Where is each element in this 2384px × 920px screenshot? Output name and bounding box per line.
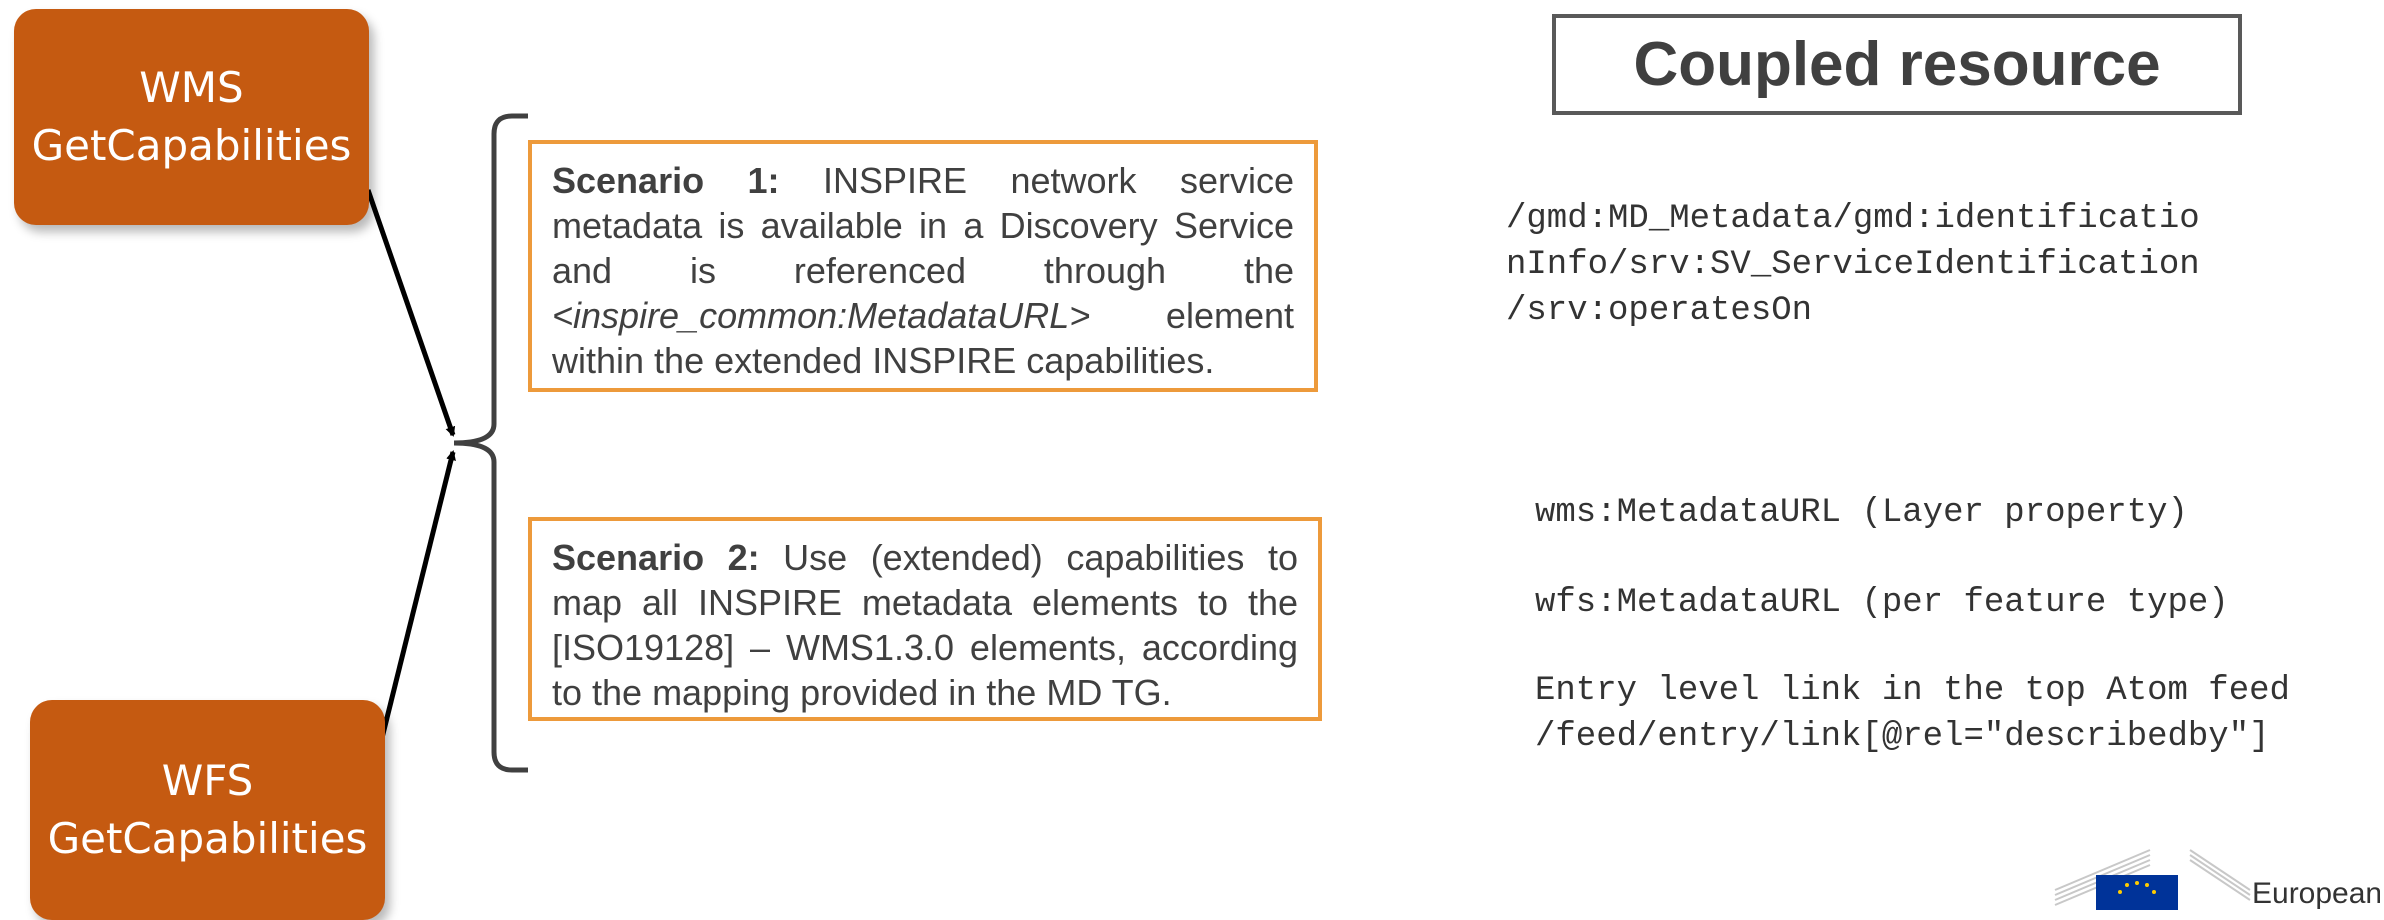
- european-commission-logo: European: [2050, 845, 2382, 915]
- coupled-resource-title: Coupled resource: [1552, 14, 2242, 115]
- wms-metadataurl-text: wms:MetadataURL (Layer property): [1535, 494, 2188, 532]
- operates-on-xpath: /gmd:MD_Metadata/gmd:identificatio nInfo…: [1506, 200, 2200, 330]
- scenario-1-label: Scenario 1:: [552, 160, 780, 201]
- scenario-1-text-b: element within the extended INSPIRE capa…: [552, 295, 1294, 381]
- eu-flag-icon: European: [2054, 849, 2382, 915]
- scenario-2-text: Use (extended) capabilities to map all I…: [552, 537, 1298, 713]
- wfs-metadataurl-text: wfs:MetadataURL (per feature type): [1535, 584, 2229, 622]
- scenario-1-box: Scenario 1: INSPIRE network service meta…: [528, 140, 1318, 392]
- wfs-getcapabilities-label: GetCapabilities: [47, 814, 368, 863]
- scenario-2-label: Scenario 2:: [552, 537, 760, 578]
- wms-getcapabilities-label: GetCapabilities: [31, 121, 352, 170]
- scenario-1-element: <inspire_common:MetadataURL>: [552, 295, 1091, 336]
- wms-label: WMS: [139, 63, 244, 112]
- scenario-1-text-a: INSPIRE network service metadata is avai…: [552, 160, 1294, 291]
- wfs-arrow: [379, 450, 456, 739]
- scenario-2-box: Scenario 2: Use (extended) capabilities …: [528, 517, 1322, 721]
- logo-text: European: [2252, 877, 2380, 910]
- wfs-getcapabilities-box: WFS GetCapabilities: [30, 700, 385, 920]
- wms-arrow: [365, 189, 456, 437]
- wfs-label: WFS: [161, 756, 254, 805]
- curly-brace: [453, 113, 528, 773]
- wms-getcapabilities-box: WMS GetCapabilities: [14, 9, 369, 225]
- atom-feed-link-text: Entry level link in the top Atom feed /f…: [1535, 672, 2290, 756]
